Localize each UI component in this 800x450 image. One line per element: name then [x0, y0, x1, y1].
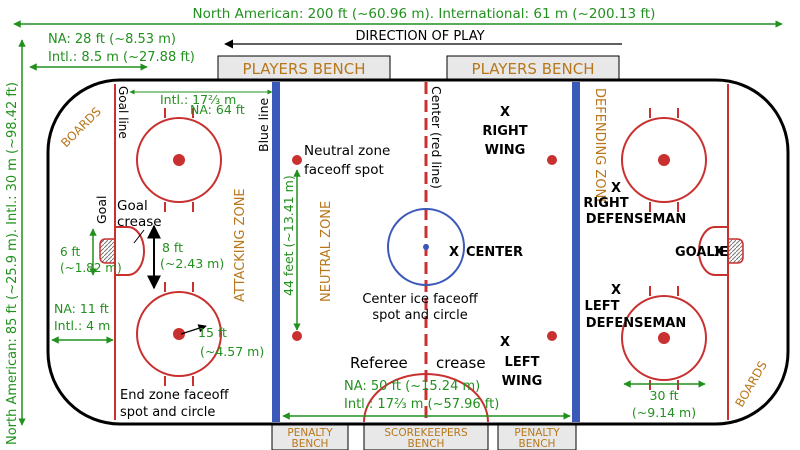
- end-zone-faceoff-label-1: End zone faceoff: [120, 388, 230, 403]
- corner-intl-label: Intl.: 8.5 m (~27.88 ft): [48, 50, 195, 65]
- goal-crease-label-1: Goal: [117, 198, 148, 214]
- right-wing-label-1: RIGHT: [482, 124, 527, 139]
- goal-crease-pointer: [133, 229, 145, 244]
- goal-net-left: [99, 238, 116, 264]
- boards-left-label: BOARDS: [58, 104, 104, 150]
- faceoff-circle-bottom-left: [136, 282, 222, 386]
- neutral-width-intl-label: Intl.: 17⅔ m (~57.96 ft): [344, 397, 499, 412]
- attacking-zone-label: ATTACKING ZONE: [233, 188, 248, 302]
- rink-boards: [46, 78, 790, 426]
- crease-to-circle-label-2: (~2.43 m): [160, 256, 224, 271]
- defending-zone-label: DEFENDING ZONE: [592, 88, 607, 207]
- faceoff-circle-bottom-right: [621, 286, 707, 390]
- penalty-bench-right: [497, 423, 577, 450]
- neutral-spot-label-1: Neutral zone: [304, 143, 390, 159]
- left-defenseman-label-2: DEFENSEMAN: [586, 316, 686, 331]
- circle-radius-label-2: (~4.57 m): [200, 344, 264, 359]
- length-label: North American: 200 ft (~60.96 m). Inter…: [193, 6, 656, 22]
- corner-na-label: NA: 28 ft (~8.53 m): [48, 32, 176, 47]
- referee-crease-label-1: Referee: [350, 354, 408, 372]
- center-ice-label-2: spot and circle: [372, 308, 467, 323]
- referee-crease-label-2: crease: [436, 354, 486, 372]
- crease-width-label-2: (~1.82 m): [60, 261, 122, 275]
- center-line-label: Center (red line): [429, 86, 444, 189]
- right-defenseman-marker: X: [611, 181, 621, 196]
- circle-radius-dimension-line: [180, 324, 207, 335]
- left-wing-label-2: WING: [502, 374, 543, 389]
- neutral-spot-distance-label: 44 feet (~13.41 m): [281, 175, 296, 296]
- referee-crease: [363, 373, 489, 423]
- left-defenseman-label-1: LEFT: [585, 299, 620, 314]
- crease-width-label-1: 6 ft: [60, 245, 80, 259]
- faceoff-circle-top-left: [136, 108, 222, 212]
- center-ice-circle: [387, 208, 465, 286]
- goal-label: Goal: [94, 196, 109, 224]
- neutral-spot-bottom-right: [547, 331, 557, 341]
- neutral-spot-bottom-left: [292, 331, 302, 341]
- right-defenseman-label-2: DEFENSEMAN: [586, 212, 686, 227]
- neutral-width-na-label: NA: 50 ft (~15.24 m): [344, 379, 480, 394]
- neutral-zone-label: NEUTRAL ZONE: [319, 201, 334, 302]
- neutral-spot-top-right: [547, 155, 557, 165]
- right-defenseman-label-1: RIGHT: [583, 196, 628, 211]
- goal-line-distance-na-label: NA: 11 ft: [54, 301, 109, 316]
- players-bench-left-label: PLAYERS BENCH: [243, 60, 366, 78]
- faceoff-circle-top-right: [621, 108, 707, 212]
- blue-line-right: [572, 82, 580, 422]
- goalie-marker: X: [714, 245, 724, 260]
- players-bench-right-label: PLAYERS BENCH: [472, 60, 595, 78]
- goal-to-blue-na-label: NA: 64 ft: [190, 102, 245, 117]
- penalty-bench-right-label-1: PENALTY: [514, 427, 560, 439]
- left-defenseman-marker: X: [611, 283, 621, 298]
- width-label: North American: 85 ft (~25.9 m). Intl.: …: [5, 82, 20, 445]
- direction-label: DIRECTION OF PLAY: [355, 29, 484, 44]
- goal-crease-left: [115, 226, 145, 276]
- left-wing-marker: X: [500, 335, 510, 350]
- circle-diameter-label-2: (~9.14 m): [632, 405, 696, 420]
- goal-to-blue-intl-label: Intl.: 17⅔ m: [160, 92, 236, 107]
- circle-diameter-label-1: 30 ft: [650, 388, 679, 403]
- penalty-bench-right-label-2: BENCH: [519, 438, 556, 450]
- penalty-bench-left-label-1: PENALTY: [287, 427, 333, 439]
- scorekeepers-bench-label-1: SCOREKEEPERS: [384, 427, 468, 439]
- blue-line-label: Blue line: [256, 97, 271, 152]
- center-marker: X: [449, 245, 459, 260]
- blue-line-left: [272, 82, 280, 422]
- goal-line-label: Goal line: [116, 86, 130, 139]
- penalty-bench-left-label-2: BENCH: [292, 438, 329, 450]
- goalie-label: GOALIE: [675, 245, 728, 260]
- center-ice-label-1: Center ice faceoff: [362, 292, 478, 307]
- players-bench-left: [217, 55, 391, 81]
- goal-crease-right: [698, 226, 728, 276]
- goal-line-distance-intl-label: Intl.: 4 m: [54, 318, 110, 333]
- players-bench-right: [446, 55, 620, 81]
- circle-radius-label-1: 15 ft: [198, 325, 227, 340]
- left-wing-label-1: LEFT: [505, 355, 540, 370]
- neutral-spot-top-left: [292, 155, 302, 165]
- center-ice-spot: [423, 244, 429, 250]
- penalty-bench-left: [271, 423, 349, 450]
- center-label: CENTER: [466, 245, 523, 260]
- right-wing-label-2: WING: [485, 143, 526, 158]
- goal-net-right: [727, 238, 744, 264]
- right-wing-marker: X: [500, 105, 510, 120]
- crease-to-circle-label-1: 8 ft: [162, 240, 183, 255]
- end-zone-faceoff-label-2: spot and circle: [120, 405, 215, 420]
- scorekeepers-bench-label-2: BENCH: [408, 438, 445, 450]
- boards-right-label: BOARDS: [732, 359, 769, 410]
- neutral-spot-label-2: faceoff spot: [304, 162, 384, 178]
